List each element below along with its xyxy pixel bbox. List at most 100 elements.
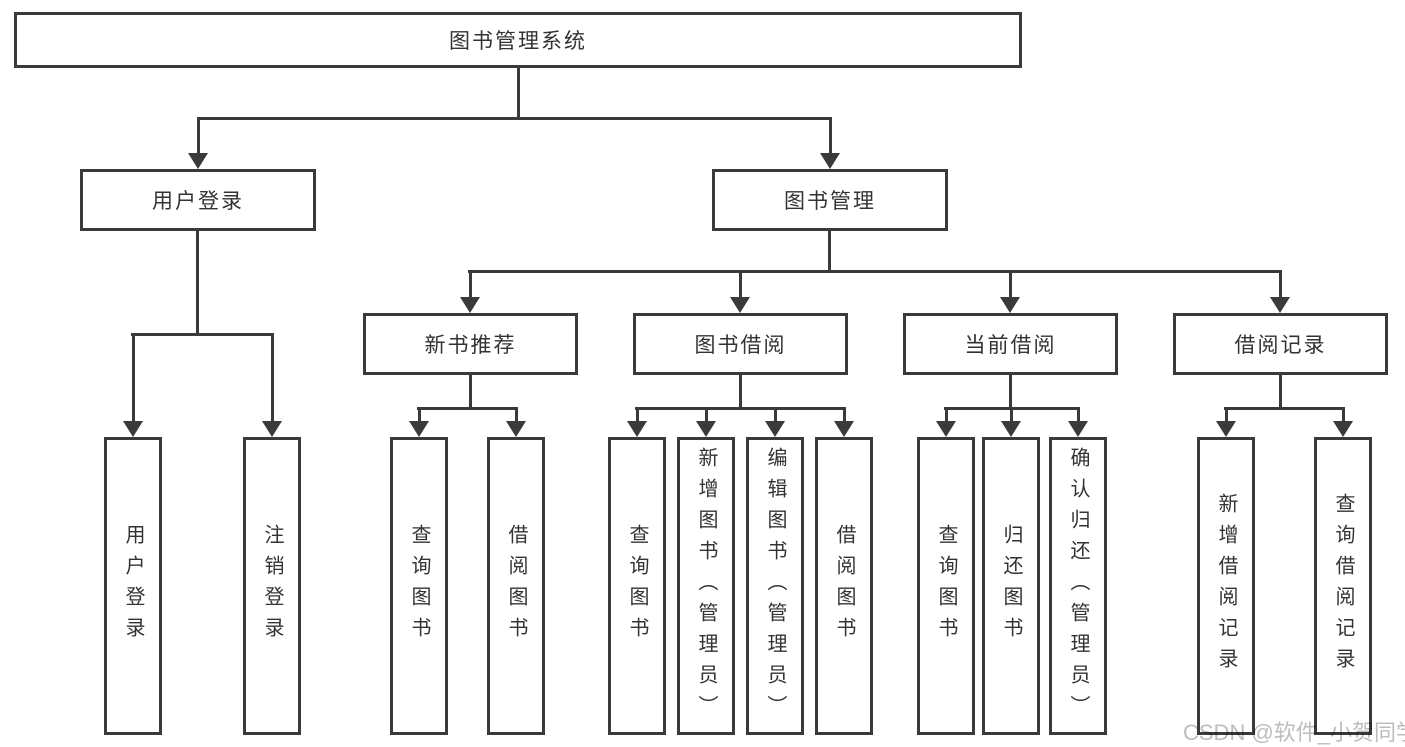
connector-stem-new-book — [469, 375, 472, 410]
node-label: 图书管理 — [784, 190, 876, 213]
node-library-management-system: 图书管理系统 — [14, 12, 1022, 68]
arrow-shaft — [738, 270, 742, 297]
leaf-label: 借阅图书 — [833, 524, 855, 648]
arrow-head-icon — [765, 421, 785, 437]
node-new-book-recommendation: 新书推荐 — [363, 313, 578, 375]
connector-arrow — [935, 407, 957, 437]
node-user-login: 用户登录 — [80, 169, 316, 231]
connector-crossbar-root — [197, 117, 831, 120]
arrow-head-icon — [123, 421, 143, 437]
leaf-label: 新增借阅记录 — [1215, 493, 1237, 679]
arrow-head-icon — [936, 421, 956, 437]
arrow-shaft — [842, 407, 846, 421]
node-book-management: 图书管理 — [712, 169, 948, 231]
connector-arrow — [408, 407, 430, 437]
arrow-head-icon — [820, 153, 840, 169]
node-label: 借阅记录 — [1234, 334, 1327, 357]
connector-arrow — [187, 117, 209, 169]
arrow-shaft — [270, 333, 274, 421]
node-borrowing-records: 借阅记录 — [1173, 313, 1388, 375]
node-label: 图书管理系统 — [449, 30, 587, 53]
leaf-add-borrow-record: 新增借阅记录 — [1197, 437, 1255, 735]
leaf-label: 新增图书（管理员） — [695, 446, 717, 726]
arrow-shaft — [514, 407, 518, 421]
arrow-head-icon — [696, 421, 716, 437]
connector-crossbar-book-borrow — [635, 407, 845, 410]
arrow-head-icon — [506, 421, 526, 437]
arrow-head-icon — [188, 153, 208, 169]
connector-crossbar-book-management — [468, 270, 1282, 273]
leaf-borrow-books: 借阅图书 — [815, 437, 873, 735]
connector-stem-user-login — [196, 231, 199, 336]
connector-arrow — [764, 407, 786, 437]
connector-crossbar-borrow-record — [1224, 407, 1345, 410]
node-current-borrowing: 当前借阅 — [903, 313, 1118, 375]
arrow-head-icon — [1000, 297, 1020, 313]
connector-arrow — [695, 407, 717, 437]
connector-crossbar-new-book — [417, 407, 517, 410]
arrow-shaft — [196, 117, 200, 153]
arrow-head-icon — [1333, 421, 1353, 437]
arrow-shaft — [828, 117, 832, 153]
leaf-label: 查询借阅记录 — [1332, 493, 1354, 679]
arrow-shaft — [1009, 407, 1013, 421]
leaf-label: 查询图书 — [408, 524, 430, 648]
leaf-edit-books-admin: 编辑图书（管理员） — [746, 437, 804, 735]
leaf-current-query-books: 查询图书 — [917, 437, 975, 735]
connector-arrow — [505, 407, 527, 437]
leaf-label: 用户登录 — [122, 524, 144, 648]
arrow-head-icon — [730, 297, 750, 313]
leaf-borrow-query-books: 查询图书 — [608, 437, 666, 735]
connector-stem-current-borrow — [1009, 375, 1012, 410]
node-label: 当前借阅 — [964, 334, 1057, 357]
arrow-head-icon — [1270, 297, 1290, 313]
arrow-head-icon — [627, 421, 647, 437]
connector-arrow — [999, 270, 1021, 313]
leaf-label: 确认归还（管理员） — [1067, 446, 1089, 726]
leaf-add-books-admin: 新增图书（管理员） — [677, 437, 735, 735]
arrow-shaft — [468, 270, 472, 297]
connector-arrow — [1269, 270, 1291, 313]
arrow-head-icon — [262, 421, 282, 437]
arrow-shaft — [1278, 270, 1282, 297]
arrow-head-icon — [460, 297, 480, 313]
leaf-user-login: 用户登录 — [104, 437, 162, 735]
leaf-new-book-query-books: 查询图书 — [390, 437, 448, 735]
connector-arrow — [819, 117, 841, 169]
leaf-logout: 注销登录 — [243, 437, 301, 735]
leaf-confirm-return-admin: 确认归还（管理员） — [1049, 437, 1107, 735]
connector-arrow — [626, 407, 648, 437]
leaf-label: 查询图书 — [626, 524, 648, 648]
leaf-query-borrow-record: 查询借阅记录 — [1314, 437, 1372, 735]
arrow-shaft — [704, 407, 708, 421]
leaf-label: 查询图书 — [935, 524, 957, 648]
node-label: 新书推荐 — [424, 334, 517, 357]
connector-arrow — [261, 333, 283, 437]
leaf-label: 借阅图书 — [505, 524, 527, 648]
leaf-new-book-borrow-books: 借阅图书 — [487, 437, 545, 735]
arrow-head-icon — [1001, 421, 1021, 437]
connector-arrow — [729, 270, 751, 313]
arrow-shaft — [417, 407, 421, 421]
arrow-head-icon — [834, 421, 854, 437]
arrow-shaft — [1341, 407, 1345, 421]
connector-crossbar-user-login — [131, 333, 273, 336]
arrow-head-icon — [1068, 421, 1088, 437]
arrow-shaft — [944, 407, 948, 421]
node-label: 用户登录 — [152, 190, 244, 213]
node-label: 图书借阅 — [694, 334, 787, 357]
connector-stem-book-management — [828, 231, 831, 273]
leaf-label: 编辑图书（管理员） — [764, 446, 786, 726]
arrow-shaft — [635, 407, 639, 421]
connector-arrow — [833, 407, 855, 437]
arrow-shaft — [1008, 270, 1012, 297]
csdn-watermark: CSDN @软件_小贺同学 — [1183, 720, 1405, 745]
connector-arrow — [459, 270, 481, 313]
connector-arrow — [1215, 407, 1237, 437]
connector-stem-root — [517, 68, 520, 120]
arrow-shaft — [1076, 407, 1080, 421]
arrow-head-icon — [1216, 421, 1236, 437]
arrow-head-icon — [409, 421, 429, 437]
connector-stem-book-borrow — [739, 375, 742, 410]
arrow-shaft — [773, 407, 777, 421]
